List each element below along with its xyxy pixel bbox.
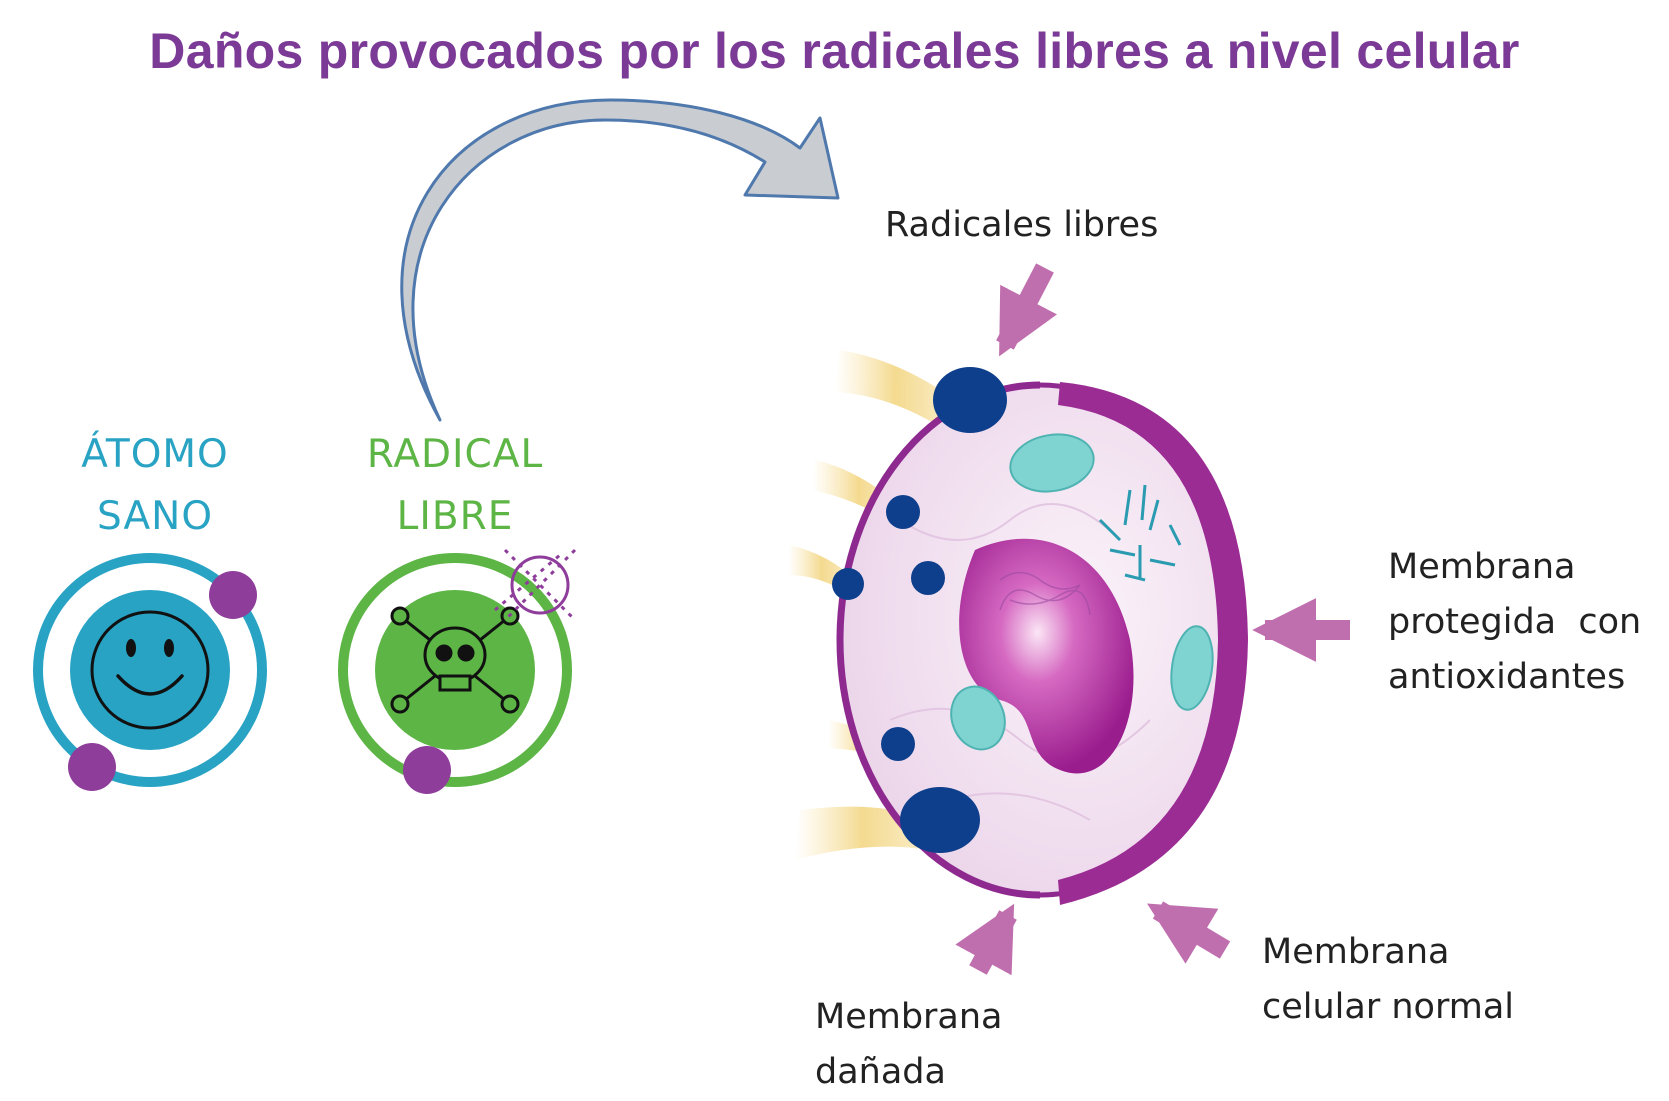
cell-illustration [788, 350, 1248, 905]
normal-membrane-pointer-arrow [1147, 901, 1231, 964]
free-radicals-label: Radicales libres [885, 205, 1159, 245]
damaged-membrane-label-line2: dañada [815, 1052, 946, 1092]
healthy-atom-label: ÁTOMO SANO [40, 424, 270, 548]
chromatin-marks [1098, 484, 1182, 582]
free-radical-label-line1: RADICAL [366, 432, 544, 477]
healthy-atom-electron-bottom [68, 743, 116, 791]
damaged-membrane-pointer-arrow [955, 903, 1017, 976]
smiley-face-icon [90, 610, 210, 730]
free-radical-atom [338, 548, 577, 794]
damaged-membrane-label-line1: Membrana [815, 997, 1003, 1037]
damaged-membrane-label: Membrana dañada [815, 990, 1003, 1100]
free-radical-label: RADICAL LIBRE [325, 424, 585, 548]
normal-membrane-label: Membrana celular normal [1262, 925, 1514, 1035]
transfer-curved-arrow [400, 98, 840, 422]
protected-membrane-label-line1: Membrana [1388, 547, 1576, 587]
free-radical-label-line2: LIBRE [396, 494, 514, 539]
diagram-title: Daños provocados por los radicales libre… [149, 23, 1520, 79]
healthy-atom-label-line1: ÁTOMO [81, 432, 229, 477]
missing-electron-crossed-icon [494, 548, 577, 622]
radicals-pointer-arrow [996, 263, 1057, 357]
protected-membrane-label-line3: antioxidantes [1388, 657, 1626, 697]
skull-crossbones-icon [390, 606, 520, 714]
protected-membrane [1058, 382, 1248, 905]
protected-membrane-label: Membrana protegida con antioxidantes [1388, 540, 1641, 705]
healthy-atom-orbit [33, 553, 267, 787]
free-radical-particles [832, 367, 1007, 853]
cell-nucleus [959, 538, 1134, 774]
protected-membrane-label-line2: protegida con [1388, 602, 1642, 642]
free-radical-electron [403, 746, 451, 794]
mitochondria [950, 433, 1214, 751]
free-radical-orbit [338, 553, 572, 787]
normal-membrane-label-line1: Membrana [1262, 932, 1450, 972]
pointer-arrows [955, 263, 1350, 976]
normal-membrane-label-line2: celular normal [1262, 987, 1515, 1027]
healthy-atom-electron-top [209, 571, 257, 619]
healthy-atom [33, 553, 267, 791]
healthy-atom-label-line2: SANO [96, 494, 214, 539]
